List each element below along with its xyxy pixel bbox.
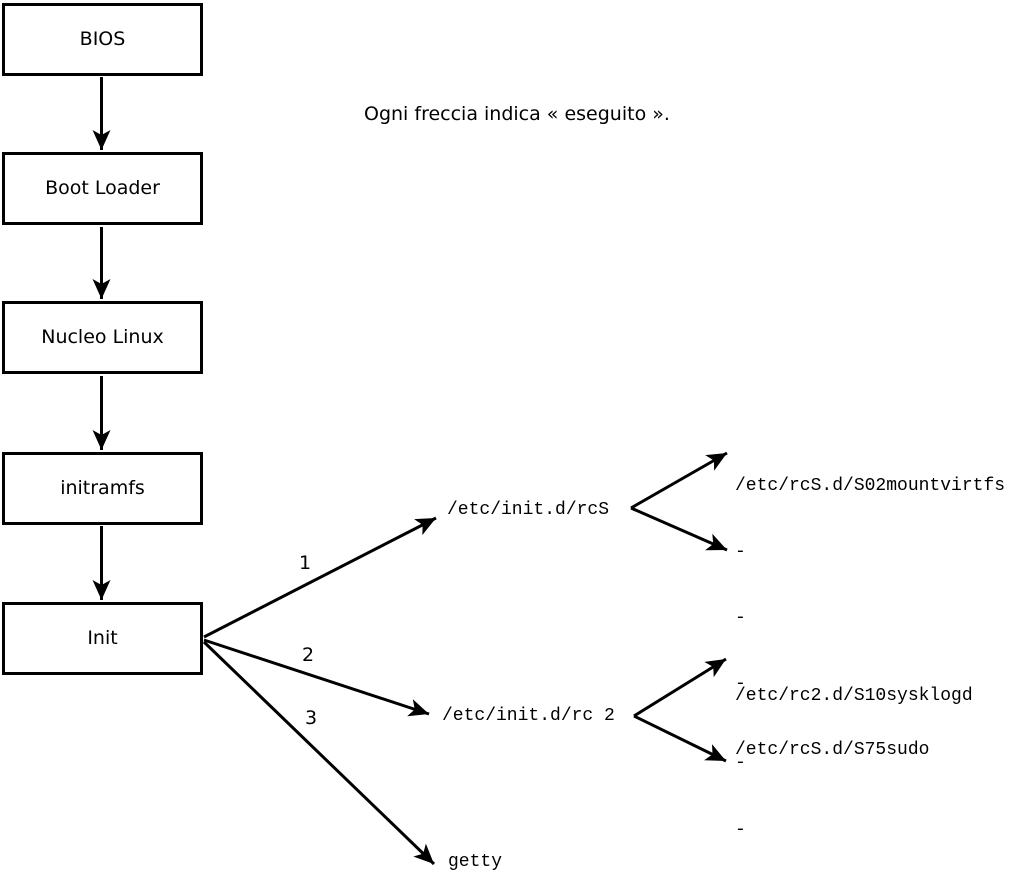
node-nucleo-linux-label: Nucleo Linux xyxy=(41,326,164,348)
node-getty: getty xyxy=(448,852,503,872)
node-initramfs-label: initramfs xyxy=(60,477,145,499)
rc2-script-ellipsis-dash: - xyxy=(735,820,746,840)
arrow-init-to-rcS xyxy=(203,516,437,639)
node-etc-init-d-rcS: /etc/init.d/rcS xyxy=(447,500,610,520)
rc2-script-ellipsis-dash: - xyxy=(735,753,746,773)
node-etc-init-d-rc2: /etc/init.d/rc 2 xyxy=(442,706,615,726)
arrow-rc2-to-s99gdm xyxy=(633,714,727,763)
arrow-label-2: 2 xyxy=(302,644,315,666)
arrow-rcS-to-s75sudo xyxy=(630,506,728,552)
rcS-script-ellipsis-dash: - xyxy=(735,542,746,562)
arrow-label-3: 3 xyxy=(305,707,318,729)
node-initramfs: initramfs xyxy=(2,452,203,525)
rcS-script-s75sudo: /etc/rcS.d/S75sudo xyxy=(735,740,930,760)
node-nucleo-linux: Nucleo Linux xyxy=(2,301,203,374)
rcS-script-s02mountvirtfs: /etc/rcS.d/S02mountvirtfs xyxy=(735,476,1006,496)
node-bios: BIOS xyxy=(2,3,203,76)
rcS-script-ellipsis-dash: - xyxy=(735,608,746,628)
diagram-caption: Ogni freccia indica « eseguito ». xyxy=(364,103,670,125)
node-bios-label: BIOS xyxy=(79,28,126,50)
node-init: Init xyxy=(2,602,203,675)
arrow-init-to-getty xyxy=(202,640,436,866)
node-boot-loader: Boot Loader xyxy=(2,152,203,225)
node-init-label: Init xyxy=(87,627,118,649)
rc2-script-s10sysklogd: /etc/rc2.d/S10sysklogd xyxy=(735,686,973,706)
arrow-label-1: 1 xyxy=(299,552,312,574)
arrow-rc2-to-s10sysklogd xyxy=(633,657,727,718)
arrow-init-to-rc2 xyxy=(203,638,430,717)
arrow-rcS-to-s02mountvirtfs xyxy=(630,451,728,510)
rcS-script-list: /etc/rcS.d/S02mountvirtfs - - - /etc/rcS… xyxy=(735,433,1005,803)
rcS-script-ellipsis-dash: - xyxy=(735,674,746,694)
rc2-script-list: /etc/rc2.d/S10sysklogd - - - /etc/rc2.d/… xyxy=(735,643,973,875)
node-boot-loader-label: Boot Loader xyxy=(45,177,160,199)
